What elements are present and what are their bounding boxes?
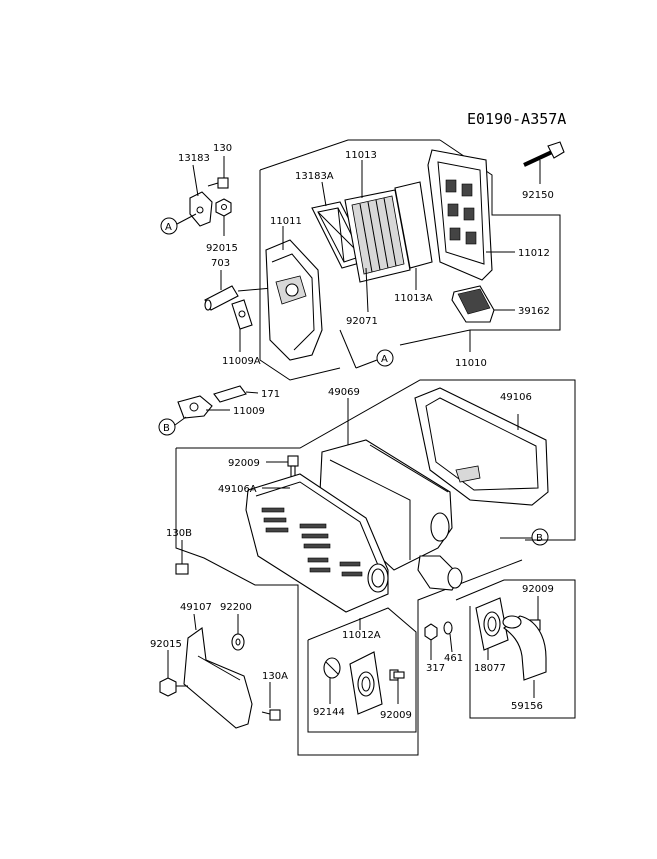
svg-text:A: A xyxy=(381,354,388,365)
label-130A: 130A xyxy=(262,671,288,682)
wing-bolt-92150 xyxy=(523,141,565,184)
guard-49107 xyxy=(183,613,253,729)
muffler-frame xyxy=(175,379,576,756)
nut-92015-top xyxy=(215,198,232,236)
label-13183: 13183 xyxy=(178,153,210,164)
label-130: 130 xyxy=(213,143,232,154)
label-11010: 11010 xyxy=(455,358,487,369)
washer-461 xyxy=(443,621,453,653)
elbow-59156 xyxy=(502,615,547,698)
ref-circle-a-left: A xyxy=(160,213,197,235)
bolt-130A xyxy=(261,682,281,721)
part-labels: 130 13183 13183A 11013 92150 11011 92015… xyxy=(150,143,554,721)
label-11009: 11009 xyxy=(233,406,265,417)
label-92144: 92144 xyxy=(313,707,345,718)
label-703: 703 xyxy=(211,258,230,269)
label-11009A: 11009A xyxy=(222,356,261,367)
label-92009-top: 92009 xyxy=(228,458,260,469)
label-13183A: 13183A xyxy=(295,171,334,182)
svg-text:A: A xyxy=(165,222,172,233)
label-92009-mid: 92009 xyxy=(380,710,412,721)
bolt-92009-mid xyxy=(389,669,405,704)
bracket-13183 xyxy=(189,164,213,227)
label-49107: 49107 xyxy=(180,602,212,613)
label-92200: 92200 xyxy=(220,602,252,613)
label-92015-bottom: 92015 xyxy=(150,639,182,650)
cover-11012 xyxy=(427,149,515,281)
washer-92200 xyxy=(231,614,245,651)
bolt-130 xyxy=(207,156,229,189)
precleaner-11013A xyxy=(394,181,433,290)
label-39162: 39162 xyxy=(518,306,550,317)
label-11012: 11012 xyxy=(518,248,550,259)
label-130B: 130B xyxy=(166,528,192,539)
air-cleaner-frame xyxy=(259,139,561,381)
ref-circle-b-right: B xyxy=(500,528,549,546)
plate-11012A xyxy=(349,651,383,715)
label-49069: 49069 xyxy=(328,387,360,398)
label-11013: 11013 xyxy=(345,150,377,161)
leader-92071 xyxy=(365,267,369,313)
label-11013A: 11013A xyxy=(394,293,433,304)
label-92071: 92071 xyxy=(346,316,378,327)
svg-text:B: B xyxy=(163,423,170,434)
subassy-18077-frame xyxy=(455,579,576,719)
nut-317 xyxy=(424,623,438,660)
label-11012A: 11012A xyxy=(342,630,381,641)
ref-circle-a-lower: A xyxy=(339,329,394,369)
gasket-11009 xyxy=(177,385,259,419)
label-171: 171 xyxy=(261,389,280,400)
label-317: 317 xyxy=(426,663,445,674)
bolt-130B xyxy=(175,540,189,575)
pipe-703 xyxy=(204,270,273,311)
nut-92015-bottom xyxy=(159,650,188,697)
label-11011: 11011 xyxy=(270,216,302,227)
label-92150: 92150 xyxy=(522,190,554,201)
cover-49106A xyxy=(245,473,389,613)
label-92015-top: 92015 xyxy=(206,243,238,254)
label-18077: 18077 xyxy=(474,663,506,674)
muffler-body xyxy=(319,439,463,591)
bolt-92009-top xyxy=(266,455,299,483)
case-11011 xyxy=(265,226,323,361)
gasket-11009A xyxy=(231,299,253,352)
label-49106: 49106 xyxy=(500,392,532,403)
heatshield-49106 xyxy=(414,387,549,506)
clamp-92144 xyxy=(323,657,341,704)
label-49106A: 49106A xyxy=(218,484,257,495)
label-92009-right: 92009 xyxy=(522,584,554,595)
label-461: 461 xyxy=(444,653,463,664)
svg-text:B: B xyxy=(536,533,543,544)
label-59156: 59156 xyxy=(511,701,543,712)
diagram-code: E0190-A357A xyxy=(467,110,566,128)
flange-18077 xyxy=(475,597,509,660)
subassy-11012A-frame xyxy=(307,607,417,733)
element-11013 xyxy=(344,160,411,283)
ref-circle-b-left: B xyxy=(158,416,187,436)
pad-39162 xyxy=(451,285,515,323)
